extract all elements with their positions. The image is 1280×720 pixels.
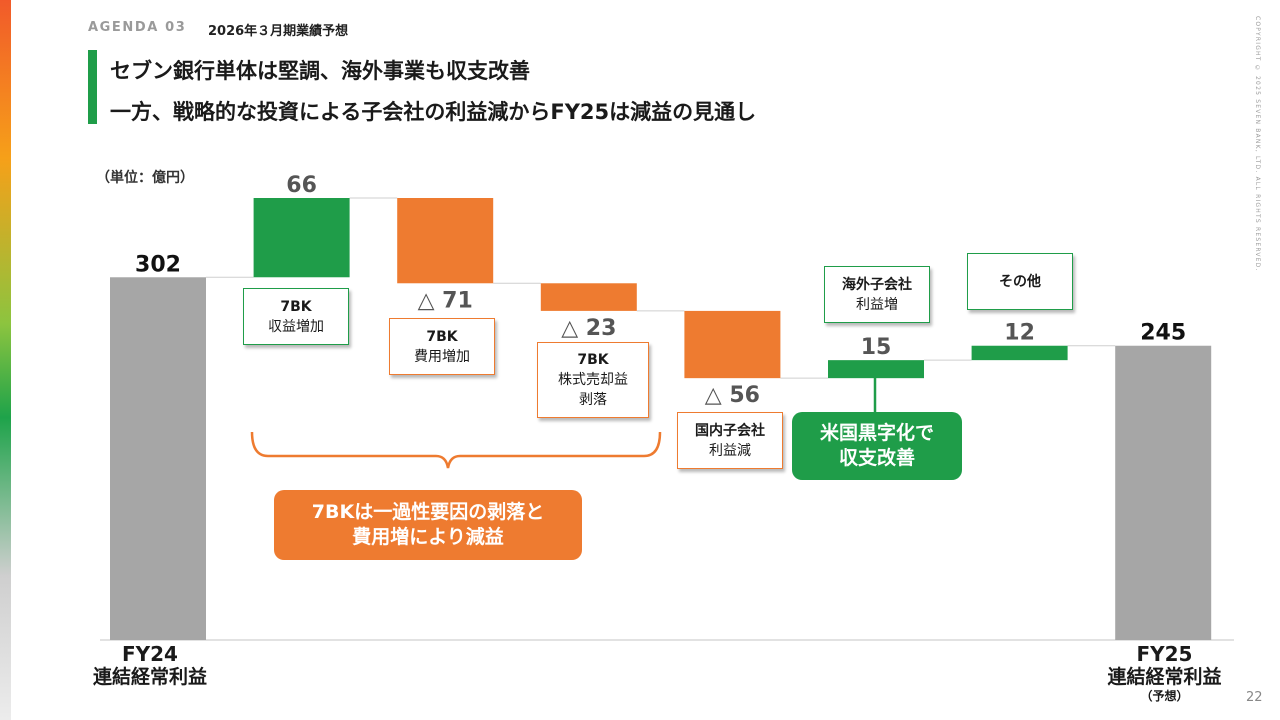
bar-fy24	[110, 277, 206, 640]
box-7bk-stock-gain-drop: 7BK 株式売却益 剥落	[537, 342, 649, 418]
box-domestic-subsidiary-decrease: 国内子会社 利益減	[677, 412, 783, 469]
box-line: 7BK	[426, 328, 458, 345]
value-label: △ 71	[418, 288, 473, 313]
callout-line: 7BKは一過性要因の剥落と	[311, 501, 545, 523]
bar-step-3	[540, 283, 637, 311]
title-accent-bar	[88, 50, 97, 124]
value-label: 302	[135, 252, 181, 277]
box-line: 利益減	[709, 442, 751, 459]
box-line: その他	[999, 273, 1041, 290]
value-label: 66	[286, 173, 317, 198]
box-line: 海外子会社	[842, 276, 912, 293]
box-overseas-subsidiary-increase: 海外子会社 利益増	[824, 266, 930, 323]
bar-step-6	[971, 345, 1068, 361]
page-title-line2: 一方、戦略的な投資による子会社の利益減からFY25は減益の見通し	[110, 100, 757, 124]
box-line: 利益増	[856, 296, 898, 313]
callout-7bk-decrease: 7BKは一過性要因の剥落と 費用増により減益	[274, 490, 582, 560]
box-7bk-revenue-increase: 7BK 収益増加	[243, 288, 349, 345]
bar-step-1	[253, 198, 350, 278]
box-line: 剥落	[579, 392, 607, 408]
bar-step-5	[828, 360, 924, 379]
box-line: 収益増加	[268, 318, 324, 335]
callout-line: 収支改善	[838, 447, 915, 469]
page-title-line1: セブン銀行単体は堅調、海外事業も収支改善	[110, 59, 530, 83]
x-label-line: （予想）	[1140, 689, 1189, 703]
section-subtitle: 2026年３月期業績予想	[208, 24, 349, 39]
value-label: 12	[1004, 321, 1035, 346]
value-label: 245	[1140, 321, 1186, 346]
value-label: △ 23	[561, 316, 616, 341]
box-other: その他	[967, 253, 1073, 310]
bar-step-2	[397, 198, 494, 284]
x-label-line: FY25	[1136, 642, 1193, 666]
callout-us-profit: 米国黒字化で 収支改善	[792, 412, 962, 480]
callout-line: 費用増により減益	[352, 526, 504, 548]
box-line: 費用増加	[414, 348, 470, 365]
x-label-line: FY24	[122, 642, 178, 666]
decorative-edge-gradient	[0, 0, 11, 720]
x-label-fy25: FY25 連結経常利益 （予想）	[1092, 643, 1237, 704]
value-label: 15	[861, 335, 892, 360]
box-7bk-cost-increase: 7BK 費用増加	[389, 318, 495, 375]
callout-line: 米国黒字化で	[819, 422, 934, 444]
x-label-line: 連結経常利益	[1107, 666, 1222, 688]
value-label: △ 56	[705, 383, 760, 408]
box-line: 国内子会社	[695, 422, 765, 439]
box-line: 7BK	[577, 352, 609, 368]
bar-step-4	[684, 310, 781, 379]
box-line: 7BK	[280, 298, 312, 315]
unit-label: （単位：億円）	[96, 170, 194, 186]
agenda-label: AGENDA 03	[88, 20, 187, 35]
copyright-notice: COPYRIGHT © 2025 SEVEN BANK, LTD. ALL RI…	[1254, 16, 1261, 272]
box-line: 株式売却益	[558, 372, 628, 388]
bar-fy25	[1115, 345, 1212, 640]
group-bracket	[250, 431, 662, 469]
x-label-fy24: FY24 連結経常利益	[80, 643, 220, 689]
page-number: 22	[1246, 690, 1263, 705]
x-label-line: 連結経常利益	[92, 666, 207, 688]
